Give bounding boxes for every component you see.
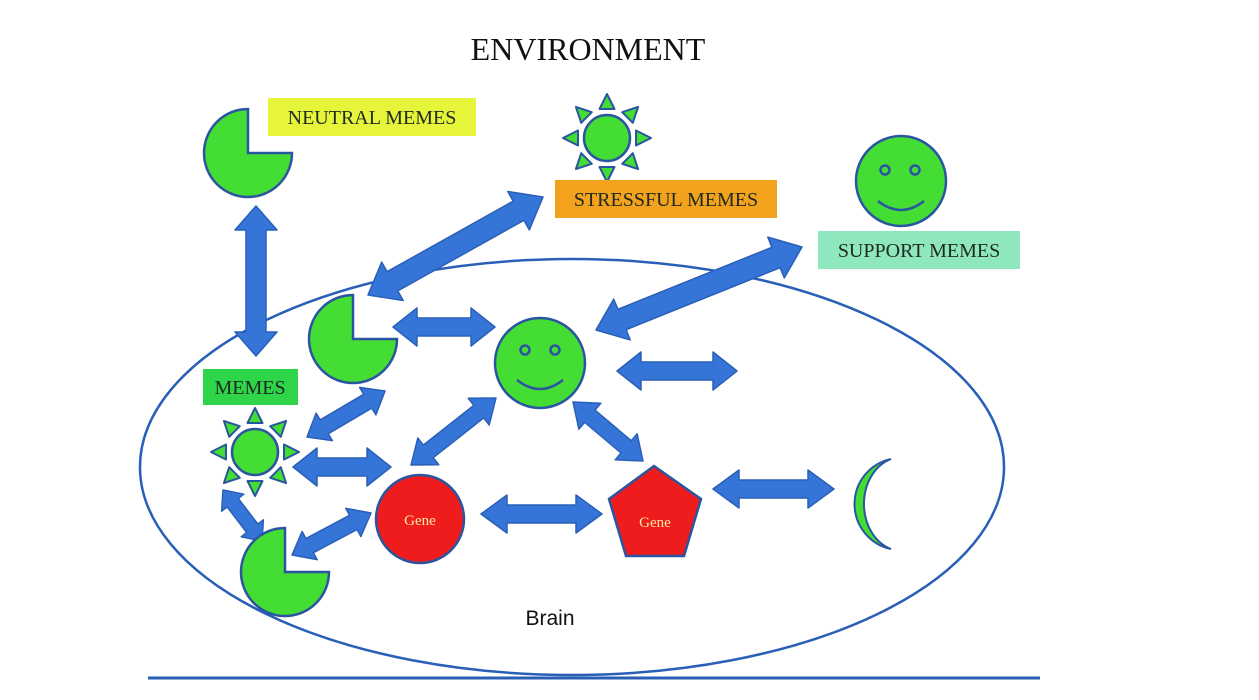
support-memes-label-bg (818, 231, 1020, 269)
sun-ray (598, 93, 616, 110)
sun-ray (246, 407, 264, 424)
sun-ray (246, 480, 264, 497)
diagram-title: ENVIRONMENT (471, 31, 706, 67)
arrow-support-to-brain-smiley (595, 236, 803, 341)
sun-ray (283, 443, 300, 461)
neutral-memes-pacman-icon (202, 107, 294, 199)
arrows-group (220, 190, 835, 561)
sun-ray (574, 105, 593, 124)
stressful-memes-label-bg (555, 180, 777, 218)
arrow-sun-to-lower-pacman (220, 489, 265, 542)
sun-ray (210, 443, 227, 461)
brain-pacman-lower-icon (239, 526, 331, 618)
sun-disc (230, 427, 280, 477)
brain-sun-icon (210, 407, 300, 497)
memes-label-bg (203, 369, 298, 405)
brain-outline (138, 257, 1006, 677)
arrow-stressful-to-brain-pacman (367, 190, 544, 302)
gene-pentagon-label: Gene (639, 515, 671, 531)
arrow-sun-to-gene-circle (292, 447, 392, 487)
arrow-smiley-to-right (616, 351, 738, 391)
sun-disc (582, 113, 632, 163)
sun-ray (269, 419, 288, 438)
sun-ray (621, 152, 640, 171)
sun-ray (598, 166, 616, 183)
arrow-pacman-to-smiley (392, 307, 496, 347)
arrow-gene-circle-to-pentagon (480, 494, 603, 534)
gene-circle-label: Gene (404, 513, 436, 529)
stressful-memes-sun-icon (562, 93, 652, 183)
crescent-moon-icon (853, 458, 892, 550)
brain-label: Brain (525, 607, 574, 630)
gene-pentagon (607, 464, 703, 558)
sun-ray (574, 152, 593, 171)
arrow-smiley-to-gene-circle (410, 397, 497, 466)
sun-ray (222, 419, 241, 438)
support-memes-smiley-icon (854, 134, 948, 228)
gene-circle (374, 473, 466, 565)
arrow-neutral-to-memes (234, 205, 278, 357)
neutral-memes-label: NEUTRAL MEMES (288, 107, 457, 129)
sun-ray (635, 129, 652, 147)
neutral-memes-label-bg (268, 98, 476, 136)
brain-smiley-icon (493, 316, 587, 410)
sun-ray (562, 129, 579, 147)
memes-label: MEMES (214, 377, 285, 399)
sun-ray (621, 105, 640, 124)
stressful-memes-label: STRESSFUL MEMES (574, 189, 758, 211)
arrow-smiley-to-gene-pentagon (572, 401, 644, 462)
sun-ray (222, 466, 241, 485)
arrow-pacman-to-sun (306, 386, 386, 442)
arrow-pentagon-to-crescent (712, 469, 835, 509)
arrow-lower-pacman-to-gene-circle (291, 507, 372, 561)
sun-ray (269, 466, 288, 485)
support-memes-label: SUPPORT MEMES (838, 240, 1000, 262)
brain-pacman-upper-icon (307, 293, 399, 385)
